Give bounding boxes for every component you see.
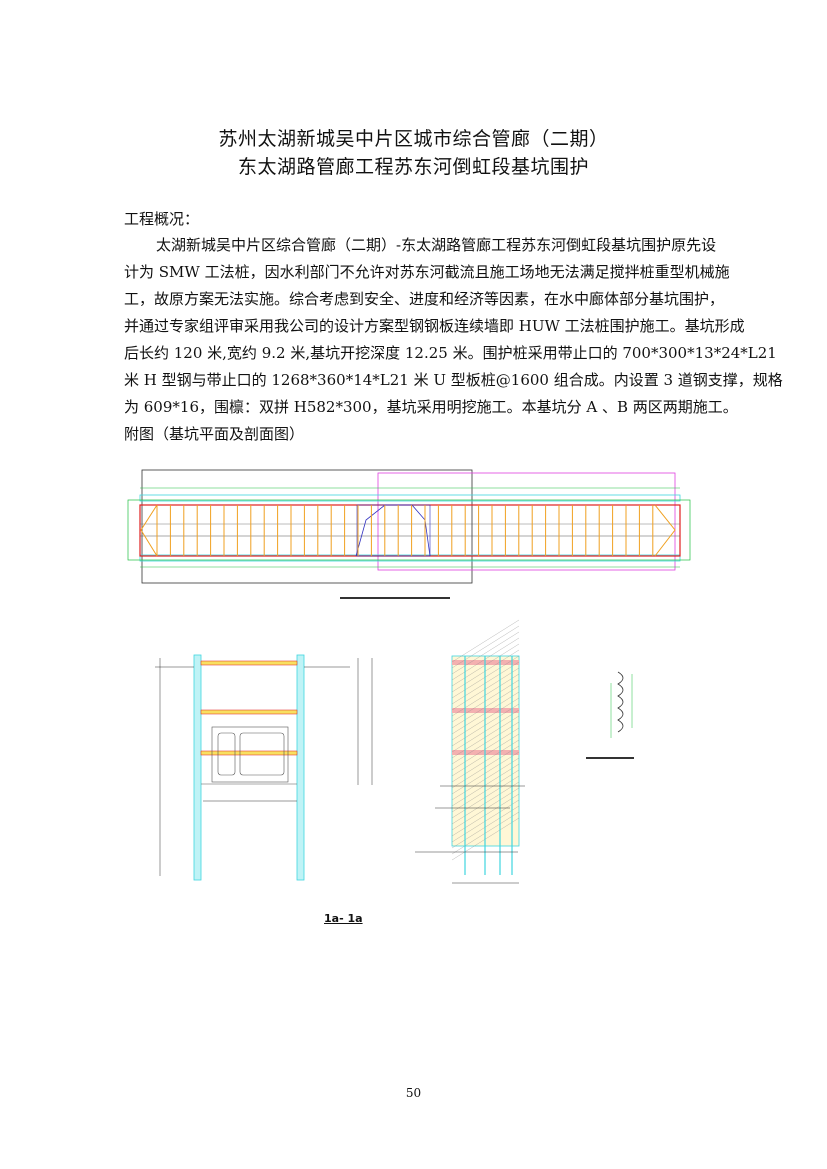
phase-one-boundary	[141, 469, 473, 584]
paragraph-line: 后长约 120 米,宽约 9.2 米,基坑开挖深度 12.25 米。围护桩采用带…	[124, 344, 777, 362]
phase-two-boundary	[377, 472, 676, 571]
paragraph-line: 米 H 型钢与带止口的 1268*360*14*L21 米 U 型板桩@1600…	[124, 371, 783, 389]
paragraph-line: 为 609*16，围檩：双拼 H582*300，基坑采用明挖施工。本基坑分 A …	[124, 398, 738, 416]
page-number: 50	[405, 1086, 422, 1100]
elevation-hatch	[451, 625, 520, 669]
paragraph-line: 太湖新城吴中片区综合管廊（二期）-东太湖路管廊工程苏东河倒虹段基坑围护原先设	[156, 236, 717, 254]
paragraph-line: 工，故原方案无法实施。综合考虑到安全、进度和经济等因素，在水中廊体部分基坑围护，	[124, 290, 725, 308]
document-title-line-2: 东太湖路管廊工程苏东河倒虹段基坑围护	[237, 156, 589, 178]
elevation-drawing	[415, 619, 525, 884]
figure-caption-line: 附图（基坑平面及剖面图）	[124, 425, 305, 443]
elevation-hatch	[451, 631, 520, 675]
document-title-line-1: 苏州太湖新城吴中片区城市综合管廊（二期）	[218, 128, 609, 150]
elevation-hatch	[451, 619, 520, 663]
plan-title-underline	[340, 597, 450, 599]
cross-section-drawing	[155, 654, 373, 881]
plan-view-drawing	[127, 469, 691, 599]
huw-pile-detail-drawing	[586, 671, 634, 759]
paragraph-line: 并通过专家组评审采用我公司的设计方案型钢钢板连续墙即 HUW 工法桩围护施工。基…	[124, 317, 745, 335]
section-label: 1a- 1a	[324, 912, 363, 925]
overview-heading: 工程概况：	[124, 210, 200, 228]
paragraph-line: 计为 SMW 工法桩，因水利部门不允许对苏东河截流且施工场地无法满足搅拌桩重型机…	[124, 263, 730, 281]
